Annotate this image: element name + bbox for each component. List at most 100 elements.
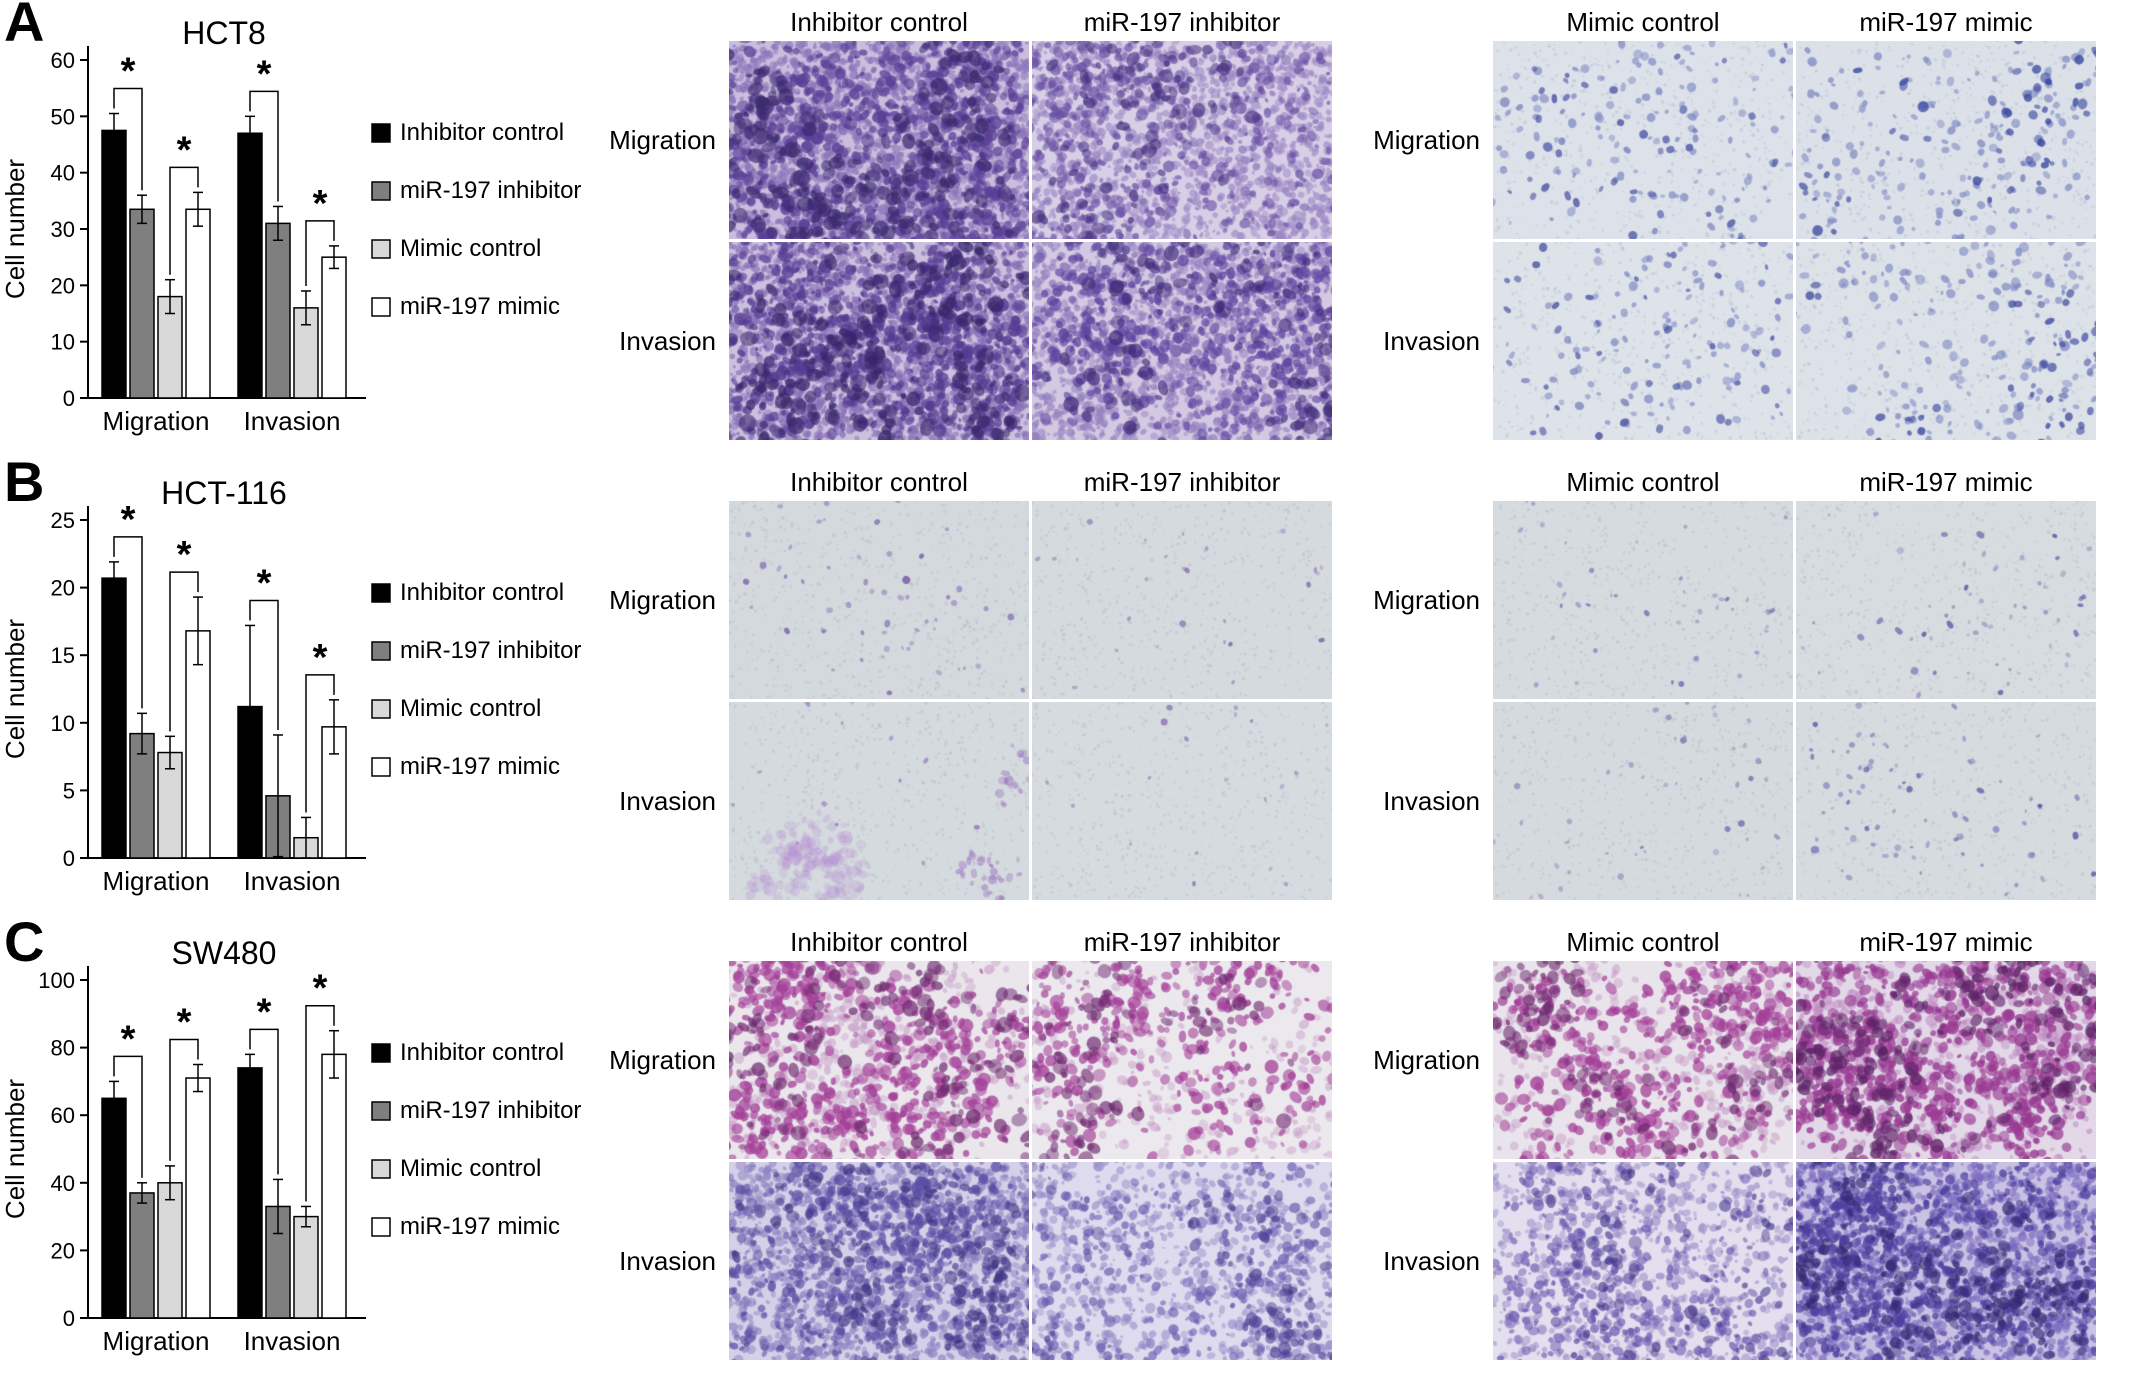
x-category-label: Migration bbox=[103, 1326, 210, 1356]
significance-bracket bbox=[113, 536, 143, 709]
column-header-mimic-control: Mimic control bbox=[1566, 927, 1720, 957]
chart-title: SW480 bbox=[172, 935, 277, 971]
x-category-label: Migration bbox=[103, 866, 210, 896]
micrograph-image bbox=[1493, 961, 1793, 1159]
y-tick-label: 5 bbox=[63, 778, 75, 803]
bar bbox=[185, 208, 211, 399]
y-tick-label: 0 bbox=[63, 846, 75, 871]
y-tick-label: 40 bbox=[51, 1171, 75, 1196]
row-label-invasion: Invasion bbox=[619, 1245, 716, 1276]
micrograph-image bbox=[1796, 961, 2096, 1159]
bar bbox=[157, 751, 183, 859]
x-category-label: Invasion bbox=[244, 406, 341, 436]
micrograph-group-mimic-c: Mimic control miR-197 mimic Migration In… bbox=[1373, 924, 2096, 1360]
row-label-invasion: Invasion bbox=[1383, 1245, 1480, 1276]
significance-bracket bbox=[113, 87, 143, 191]
significance-star: * bbox=[313, 637, 328, 679]
micrograph-image bbox=[1032, 961, 1332, 1159]
row-label-invasion: Invasion bbox=[619, 785, 716, 816]
bar bbox=[237, 132, 263, 399]
legend-label: miR-197 inhibitor bbox=[400, 637, 581, 664]
row-label-invasion: Invasion bbox=[619, 325, 716, 356]
y-tick-label: 20 bbox=[51, 273, 75, 298]
significance-star: * bbox=[177, 129, 192, 171]
significance-star: * bbox=[177, 534, 192, 576]
row-label-migration: Migration bbox=[1373, 584, 1480, 615]
y-tick-label: 60 bbox=[51, 1103, 75, 1128]
bar bbox=[321, 256, 347, 399]
column-header-mimic-control: Mimic control bbox=[1566, 7, 1720, 37]
micrograph-image bbox=[1493, 1162, 1793, 1360]
significance-bracket bbox=[169, 1038, 199, 1161]
micrograph-image bbox=[1796, 41, 2096, 239]
panel-letter-c: C bbox=[4, 910, 45, 973]
significance-star: * bbox=[121, 1018, 136, 1060]
row-label-migration: Migration bbox=[609, 124, 716, 155]
row-label-invasion: Invasion bbox=[1383, 325, 1480, 356]
micrograph-image bbox=[729, 242, 1029, 440]
bar bbox=[185, 630, 211, 859]
x-category-label: Invasion bbox=[244, 866, 341, 896]
column-header-mir197-mimic: miR-197 mimic bbox=[1859, 467, 2033, 497]
significance-star: * bbox=[313, 968, 328, 1010]
legend-swatch bbox=[371, 181, 391, 201]
micrograph-image bbox=[1032, 41, 1332, 239]
y-tick-label: 30 bbox=[51, 217, 75, 242]
bar bbox=[129, 208, 155, 399]
legend-swatch bbox=[371, 297, 391, 317]
legend-swatch bbox=[371, 239, 391, 259]
y-tick-label: 25 bbox=[51, 508, 75, 533]
legend-label: Inhibitor control bbox=[400, 1039, 564, 1066]
column-header-mir197-mimic: miR-197 mimic bbox=[1859, 927, 2033, 957]
legend-swatch bbox=[371, 1101, 391, 1121]
y-tick-label: 50 bbox=[51, 104, 75, 129]
column-header-inhibitor-control: Inhibitor control bbox=[790, 927, 968, 957]
micrograph-image bbox=[1493, 702, 1793, 900]
panel-letter-b: B bbox=[4, 450, 45, 513]
legend-swatch bbox=[371, 641, 391, 661]
legend-label: Mimic control bbox=[400, 235, 541, 262]
row-label-migration: Migration bbox=[609, 1044, 716, 1075]
bar bbox=[101, 577, 127, 859]
y-tick-label: 20 bbox=[51, 1238, 75, 1263]
x-category-label: Invasion bbox=[244, 1326, 341, 1356]
panel-letter-a: A bbox=[4, 0, 45, 53]
legend-label: miR-197 inhibitor bbox=[400, 1097, 581, 1124]
bar bbox=[321, 1053, 347, 1319]
legend-swatch bbox=[371, 123, 391, 143]
bar bbox=[101, 1097, 127, 1319]
y-tick-label: 60 bbox=[51, 48, 75, 73]
column-header-mir197-mimic: miR-197 mimic bbox=[1859, 7, 2033, 37]
micrograph-group-mimic-b: Mimic control miR-197 mimic Migration In… bbox=[1373, 464, 2096, 900]
micrograph-image bbox=[1493, 41, 1793, 239]
micrograph-group-inhibitor-b: Inhibitor control miR-197 inhibitor Migr… bbox=[609, 464, 1332, 900]
significance-bracket bbox=[169, 571, 199, 732]
bar bbox=[293, 1215, 319, 1319]
significance-bracket bbox=[113, 1055, 143, 1178]
column-header-mimic-control: Mimic control bbox=[1566, 467, 1720, 497]
legend-label: Inhibitor control bbox=[400, 579, 564, 606]
row-label-migration: Migration bbox=[609, 584, 716, 615]
legend-label: miR-197 inhibitor bbox=[400, 177, 581, 204]
significance-star: * bbox=[177, 1002, 192, 1044]
column-header-inhibitor-control: Inhibitor control bbox=[790, 7, 968, 37]
y-tick-label: 20 bbox=[51, 576, 75, 601]
significance-star: * bbox=[121, 499, 136, 541]
micrograph-image bbox=[1493, 242, 1793, 440]
micrograph-image bbox=[1796, 1162, 2096, 1360]
legend-label: miR-197 mimic bbox=[400, 753, 560, 780]
micrograph-image bbox=[729, 501, 1029, 699]
micrograph-image bbox=[1032, 242, 1332, 440]
bar bbox=[129, 1192, 155, 1319]
y-tick-label: 40 bbox=[51, 161, 75, 186]
micrograph-image bbox=[1032, 702, 1332, 900]
significance-star: * bbox=[313, 183, 328, 225]
significance-bracket bbox=[169, 166, 199, 275]
micrograph-image bbox=[1796, 702, 2096, 900]
legend-swatch bbox=[371, 1043, 391, 1063]
significance-bracket bbox=[305, 220, 335, 286]
